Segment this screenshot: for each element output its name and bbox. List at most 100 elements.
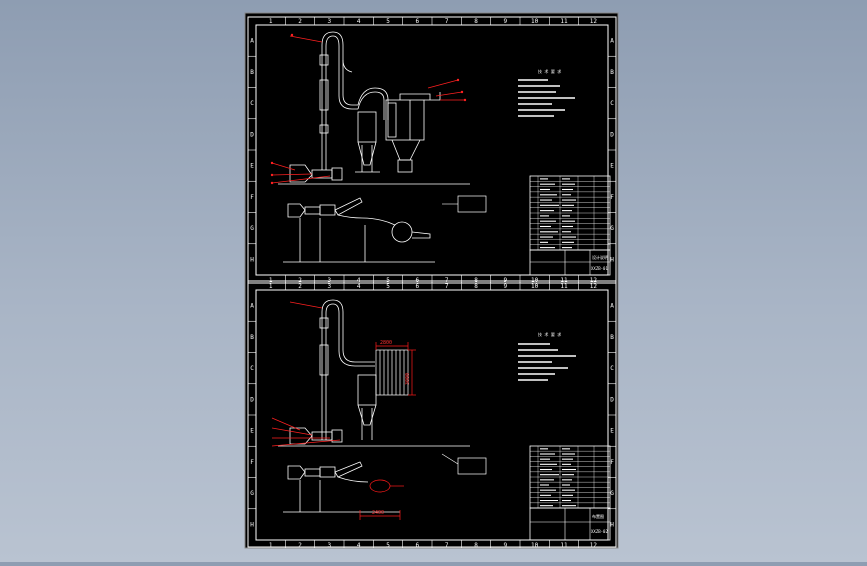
column-label: 8 (474, 18, 478, 25)
row-label: B (610, 334, 614, 341)
title-block-number: XXZB-01 (591, 266, 608, 271)
row-label: H (610, 256, 614, 263)
notes-title: 技 术 要 求 (538, 68, 561, 74)
column-label: 3 (328, 283, 332, 290)
row-labels-left: A B C D E F G H (248, 38, 256, 263)
callout-leaders (271, 35, 465, 184)
row-label: E (250, 428, 254, 435)
column-label: 11 (560, 283, 568, 290)
column-label: 7 (445, 18, 449, 25)
row-label: H (250, 256, 254, 263)
feed-hopper (289, 427, 343, 445)
detail-leader (441, 453, 459, 465)
row-label: E (250, 163, 254, 170)
row-label: A (610, 303, 614, 310)
row-label: A (250, 303, 254, 310)
column-label: 9 (504, 18, 508, 25)
row-label: E (610, 163, 614, 170)
column-label: 12 (590, 18, 598, 25)
column-label: 5 (386, 283, 390, 290)
column-label: 4 (357, 283, 361, 290)
column-label: 3 (328, 18, 332, 25)
dimension-base-label: 2400 (372, 510, 384, 516)
column-label: 10 (531, 18, 539, 25)
title-block: 布置图 XXZB-02 (529, 507, 611, 541)
column-label: 5 (386, 18, 390, 25)
callout-leaders (271, 301, 341, 447)
column-label: 11 (560, 18, 568, 25)
row-label: G (250, 225, 254, 232)
notes-lines (518, 79, 575, 117)
column-label: 4 (357, 18, 361, 25)
column-label: 6 (416, 542, 420, 549)
row-label: E (610, 428, 614, 435)
row-label: A (250, 38, 254, 45)
column-label: 1 (269, 283, 273, 290)
plan-view (283, 461, 400, 513)
column-label: 6 (416, 18, 420, 25)
title-block-number: XXZB-02 (591, 529, 608, 534)
bag-filter (375, 349, 409, 396)
column-label: 7 (445, 283, 449, 290)
row-label: B (610, 69, 614, 76)
column-label: 8 (474, 283, 478, 290)
row-label: B (250, 69, 254, 76)
plan-view (283, 197, 435, 263)
column-label: 12 (590, 542, 598, 549)
column-label: 10 (531, 542, 539, 549)
column-label: 8 (474, 542, 478, 549)
dimension-width-label: 2800 (380, 340, 392, 346)
column-label: 2 (298, 542, 302, 549)
row-label: D (250, 131, 254, 138)
column-label: 4 (357, 542, 361, 549)
row-label: C (250, 100, 254, 107)
column-label: 10 (531, 283, 539, 290)
column-label: 6 (416, 283, 420, 290)
title-block: 设计说明 XXZB-01 (529, 249, 611, 276)
detail-box (457, 457, 487, 475)
column-label: 9 (504, 542, 508, 549)
row-label: G (610, 490, 614, 497)
row-label: G (610, 225, 614, 232)
transfer-pipe (338, 60, 389, 120)
title-block-name: 布置图 (592, 513, 604, 519)
riser-pipe (319, 31, 353, 170)
notes-title: 技 术 要 求 (538, 331, 561, 337)
row-label: C (250, 365, 254, 372)
dimension-base (359, 479, 404, 520)
notes-lines (518, 343, 576, 381)
column-label: 12 (590, 283, 598, 290)
column-label: 3 (328, 542, 332, 549)
column-label: 11 (560, 542, 568, 549)
riser-pipe (319, 299, 375, 440)
cyclone-separator (355, 111, 380, 173)
callout-balloons (270, 33, 467, 185)
column-label: 5 (386, 542, 390, 549)
row-label: F (250, 194, 254, 201)
row-label: C (610, 365, 614, 372)
row-label: D (250, 396, 254, 403)
column-label: 1 (269, 18, 273, 25)
row-label: D (610, 131, 614, 138)
row-label: H (610, 521, 614, 528)
row-label: C (610, 100, 614, 107)
column-label: 2 (298, 283, 302, 290)
row-label: F (250, 459, 254, 466)
row-label: D (610, 396, 614, 403)
parts-list-table (529, 175, 611, 251)
row-label: B (250, 334, 254, 341)
column-label: 7 (445, 542, 449, 549)
column-label: 9 (504, 283, 508, 290)
bag-filter (385, 92, 441, 173)
row-label: G (250, 490, 254, 497)
